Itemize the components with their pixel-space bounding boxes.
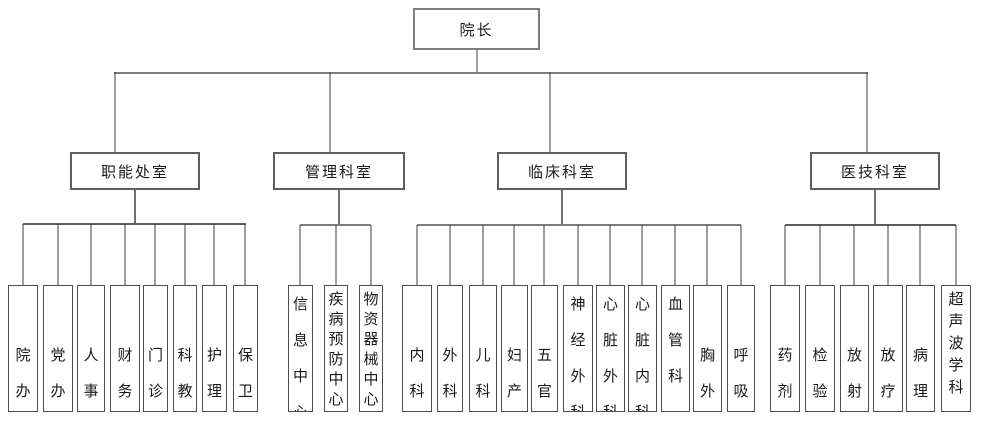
- leaf-label: 党办: [50, 346, 66, 400]
- leaf-box: 心脏内科: [628, 285, 657, 412]
- leaf-box: 疾病预防中心: [324, 285, 348, 412]
- leaf-box: 外科: [437, 285, 463, 412]
- leaf-box: 放射: [840, 285, 869, 412]
- leaf-box: 病理: [906, 285, 935, 412]
- leaf-label: 胸外: [699, 346, 715, 400]
- leaf-label: 保卫: [237, 346, 253, 400]
- leaf-box: 人事: [77, 285, 105, 412]
- leaf-box: 财务: [110, 285, 140, 412]
- leaf-box: 检验: [805, 285, 835, 412]
- leaf-box: 放疗: [873, 285, 903, 412]
- leaf-label: 外科: [442, 346, 458, 400]
- leaf-label: 放射: [846, 346, 862, 400]
- group-label: 医技科室: [840, 162, 909, 181]
- leaf-label: 门诊: [147, 346, 163, 400]
- leaf-label: 科教: [177, 346, 193, 400]
- leaf-box: 党办: [43, 285, 73, 412]
- leaf-box: 信息中心: [288, 285, 313, 412]
- group-label: 临床科室: [527, 162, 596, 181]
- leaf-label: 妇产: [506, 346, 522, 400]
- leaf-label: 检验: [812, 346, 828, 400]
- leaf-box: 神经外科: [563, 285, 593, 412]
- leaf-box: 妇产: [501, 285, 528, 412]
- leaf-box: 科教: [173, 285, 197, 412]
- leaf-label: 内科: [409, 346, 425, 400]
- leaf-label: 财务: [117, 346, 133, 400]
- leaf-label: 信息中心: [292, 295, 308, 412]
- leaf-box: 物资器械中心: [359, 285, 383, 412]
- leaf-label: 五官: [536, 346, 552, 400]
- leaf-label: 超声波学科: [948, 290, 964, 396]
- root-box-director: 院长: [413, 8, 540, 50]
- leaf-box: 胸外: [693, 285, 722, 412]
- leaf-box: 护理: [202, 285, 227, 412]
- leaf-label: 药剂: [777, 346, 793, 400]
- group-box-management-depts: 管理科室: [273, 152, 405, 190]
- leaf-label: 放疗: [880, 346, 896, 400]
- group-label: 管理科室: [304, 162, 373, 181]
- leaf-box: 保卫: [233, 285, 258, 412]
- leaf-label: 儿科: [475, 346, 491, 400]
- group-label: 职能处室: [100, 162, 169, 181]
- leaf-label: 病理: [912, 346, 928, 400]
- group-box-clinical-depts: 临床科室: [497, 152, 627, 190]
- leaf-label: 物资器械中心: [363, 289, 379, 408]
- leaf-box: 儿科: [469, 285, 497, 412]
- leaf-box: 超声波学科: [941, 285, 971, 412]
- leaf-label: 血管科: [667, 295, 683, 385]
- leaf-box: 心脏外科: [596, 285, 625, 412]
- leaf-box: 内科: [402, 285, 432, 412]
- leaf-label: 心脏外科: [602, 295, 618, 412]
- root-label: 院长: [459, 20, 494, 39]
- leaf-label: 心脏内科: [634, 295, 650, 412]
- leaf-box: 呼吸: [727, 285, 755, 412]
- leaf-label: 神经外科: [570, 295, 586, 412]
- group-box-medtech-depts: 医技科室: [810, 152, 940, 190]
- leaf-box: 五官: [531, 285, 558, 412]
- leaf-box: 门诊: [143, 285, 168, 412]
- leaf-label: 疾病预防中心: [328, 289, 344, 408]
- group-box-functional-offices: 职能处室: [70, 152, 200, 190]
- leaf-label: 呼吸: [733, 346, 749, 400]
- leaf-label: 院办: [15, 346, 31, 400]
- leaf-label: 护理: [206, 346, 222, 400]
- leaf-box: 药剂: [770, 285, 800, 412]
- leaf-box: 院办: [8, 285, 38, 412]
- leaf-label: 人事: [83, 346, 99, 400]
- leaf-box: 血管科: [661, 285, 690, 412]
